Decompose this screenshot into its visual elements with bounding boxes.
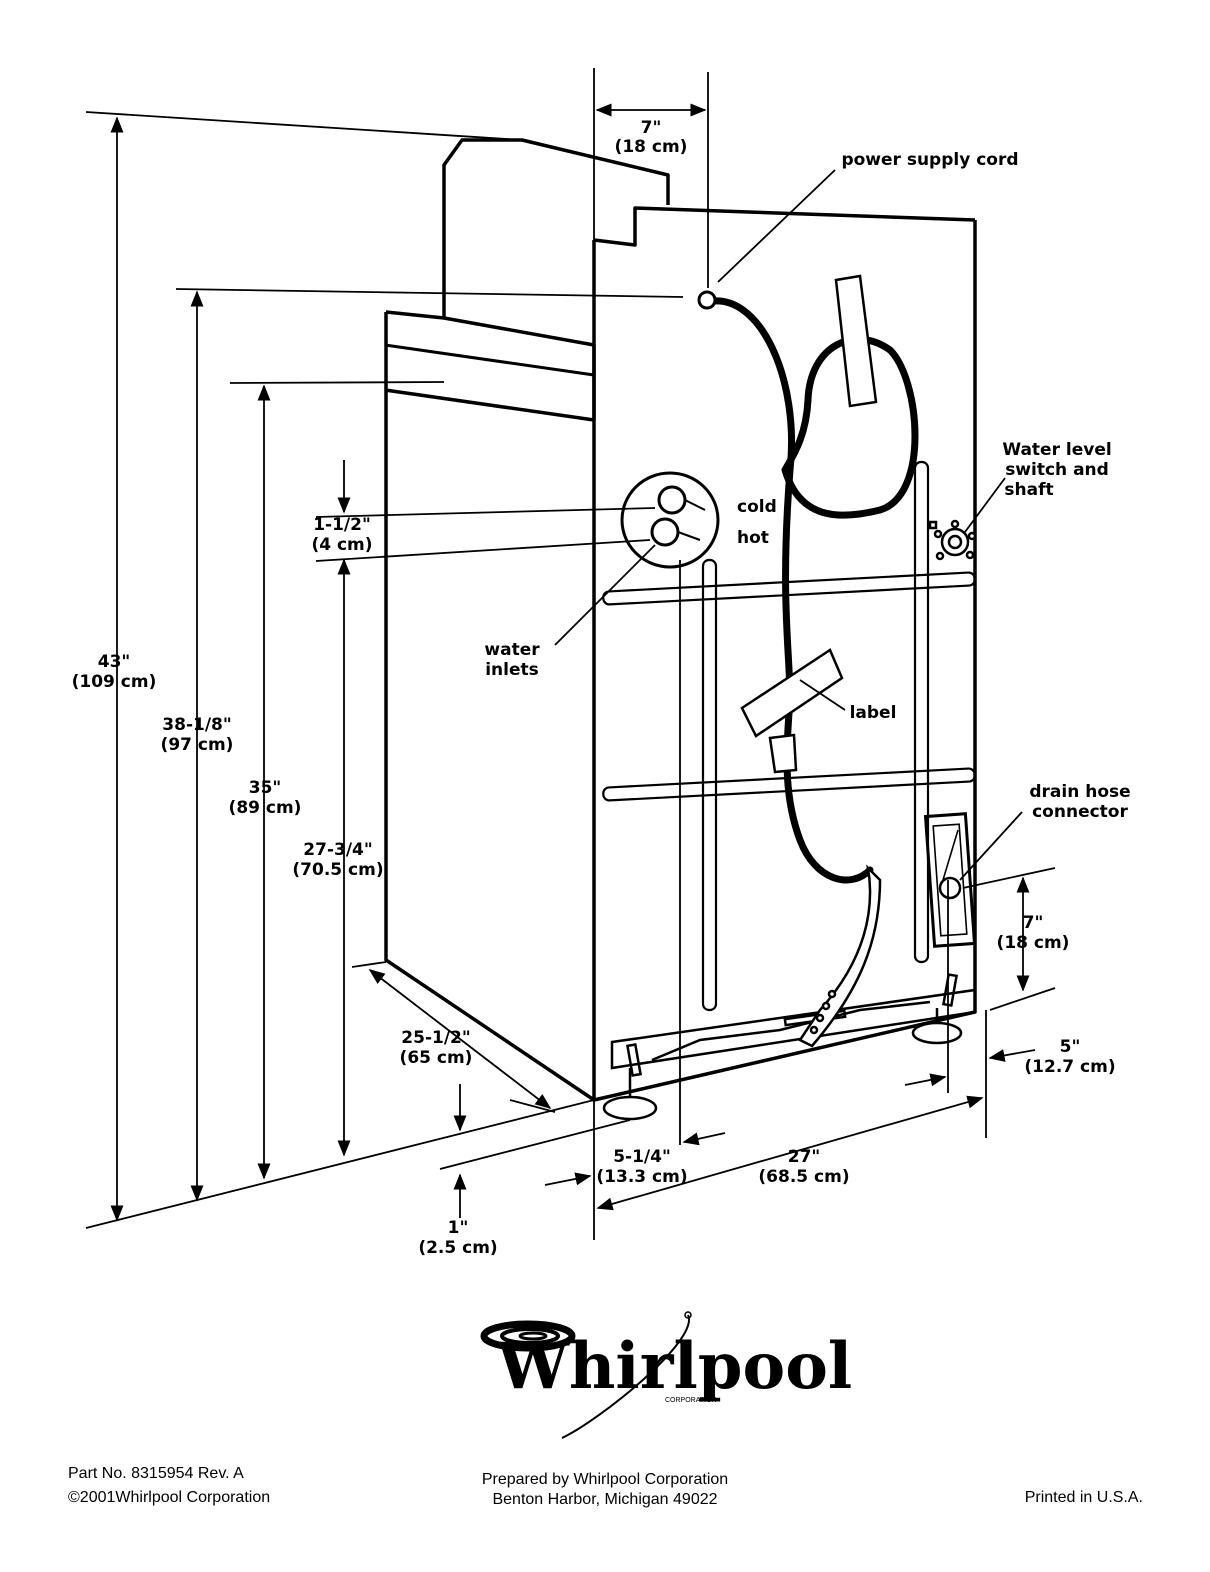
footer: Part No. 8315954 Rev. A ©2001Whirlpool C… (68, 1465, 1143, 1508)
drain-hose-connector (923, 812, 977, 948)
logo-corporation: CORPORATION (665, 1397, 717, 1404)
top-width-label: 7" (641, 118, 662, 138)
label-label: label (850, 703, 897, 723)
water-level-label-3: shaft (1004, 480, 1053, 500)
drain-height-cm-label: (18 cm) (997, 933, 1070, 953)
inlet-height-cm-label: (70.5 cm) (292, 860, 383, 880)
console-outline (442, 138, 670, 318)
depth-label: 25-1/2" (401, 1028, 470, 1048)
cord-outlet (697, 290, 717, 310)
logo-arc (561, 1314, 690, 1439)
hot-label: hot (737, 528, 769, 548)
inlet-offset-label: 5-1/4" (613, 1147, 671, 1167)
water-inlets-fitting (620, 471, 720, 569)
console-step (593, 206, 976, 247)
leveling-feet (602, 1008, 963, 1121)
water-inlets-label-1: water (484, 640, 540, 660)
water-level-switch (928, 519, 977, 561)
swirl-icon (480, 1320, 576, 1352)
top-lid (384, 310, 596, 422)
foot-height-cm-label: (2.5 cm) (418, 1238, 497, 1258)
inlet-offset-cm-label: (13.3 cm) (596, 1167, 687, 1187)
prepared-address: Benton Harbor, Michigan 49022 (492, 1491, 717, 1508)
printed-in: Printed in U.S.A. (1025, 1489, 1143, 1506)
top-width-cm-label: (18 cm) (615, 137, 688, 157)
drain-height-label: 7" (1023, 913, 1044, 933)
prepared-by: Prepared by Whirlpool Corporation (482, 1471, 728, 1488)
width-cm-label: (68.5 cm) (758, 1167, 849, 1187)
inlet-gap-label: 1-1/2" (313, 515, 371, 535)
cord-height-label: 38-1/8" (162, 715, 231, 735)
dimension-lines (85, 68, 1056, 1240)
overall-height-cm-label: (109 cm) (72, 672, 157, 692)
inlet-height-label: 27-3/4" (303, 840, 372, 860)
width-label: 27" (788, 1147, 821, 1167)
water-level-label-2: switch and (1005, 460, 1109, 480)
copyright: ©2001Whirlpool Corporation (68, 1489, 270, 1506)
rear-panel (593, 220, 977, 1102)
top-height-label: 35" (249, 778, 282, 798)
top-height-cm-label: (89 cm) (229, 798, 302, 818)
water-inlets-label-2: inlets (485, 660, 539, 680)
power-cord-label: power supply cord (841, 150, 1018, 170)
cord-height-cm-label: (97 cm) (161, 735, 234, 755)
cold-label: cold (737, 497, 777, 517)
side-offset-label: 5" (1060, 1037, 1081, 1057)
drain-hose-label-2: connector (1032, 802, 1128, 822)
base-rail (610, 973, 977, 1077)
dimension-labels: 7" (18 cm) power supply cord Water level… (72, 118, 1131, 1258)
overall-height-label: 43" (98, 652, 131, 672)
logo-wordmark: Whirlpool (496, 1329, 852, 1404)
depth-cm-label: (65 cm) (400, 1048, 473, 1068)
drain-hose-label-1: drain hose (1029, 782, 1130, 802)
foot-height-label: 1" (448, 1218, 469, 1238)
drain-hose (798, 864, 882, 1048)
inlet-gap-cm-label: (4 cm) (311, 535, 372, 555)
side-offset-cm-label: (12.7 cm) (1024, 1057, 1115, 1077)
cord-strap (740, 274, 878, 774)
whirlpool-logo: Whirlpool CORPORATION (480, 1311, 852, 1439)
part-number: Part No. 8315954 Rev. A (68, 1465, 244, 1482)
water-level-label-1: Water level (1002, 440, 1111, 460)
